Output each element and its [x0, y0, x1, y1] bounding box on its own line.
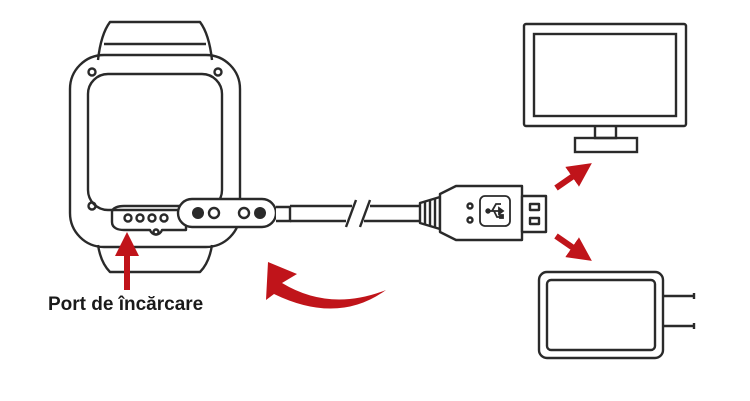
watch-icon — [68, 20, 242, 274]
arrow-to-adapter — [554, 233, 592, 261]
wall-adapter-icon — [537, 270, 696, 360]
usb-symbol-icon — [479, 195, 511, 227]
usb-plug-icon — [418, 184, 548, 242]
monitor-icon — [522, 22, 688, 154]
charging-clip-icon — [176, 197, 292, 229]
arrow-to-monitor — [554, 163, 592, 191]
cable — [290, 199, 420, 228]
charging-port-label: Port de încărcare — [48, 294, 204, 315]
curved-arrow-icon — [266, 262, 386, 309]
